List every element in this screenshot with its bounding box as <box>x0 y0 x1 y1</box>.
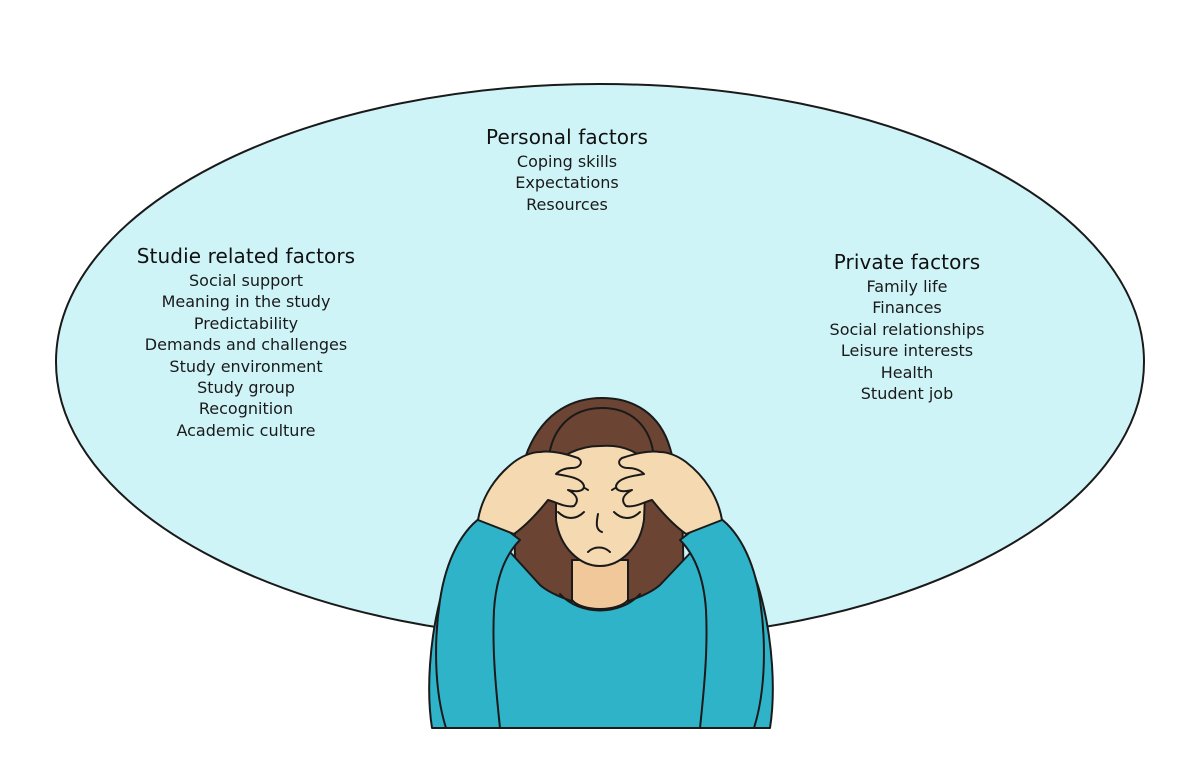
private-factor-item: Family life <box>866 277 948 296</box>
neck-icon <box>571 559 629 610</box>
study-factor-item: Study environment <box>169 356 323 376</box>
private-factor-item: Health <box>880 362 934 382</box>
private-factor-item: Leisure interests <box>840 341 974 361</box>
private-factor-item: Student job <box>860 383 954 403</box>
study-factor-item: Academic culture <box>176 420 316 440</box>
personal-factor-item: Coping skills <box>516 152 618 171</box>
study-factor-item: Demands and challenges <box>144 335 348 355</box>
study-factor-item: Meaning in the study <box>161 292 331 312</box>
left-arm-icon <box>435 513 521 729</box>
study-factors-heading: Studie related factors <box>136 244 356 268</box>
study-factor-item: Predictability <box>193 313 299 333</box>
left-eye-icon <box>557 511 585 519</box>
personal-factor-item: Expectations <box>515 173 619 193</box>
stressed-woman-holding-head-icon <box>428 397 774 729</box>
private-factor-item: Finances <box>872 298 942 318</box>
study-factor-item: Social support <box>189 271 303 290</box>
private-factor-item: Social relationships <box>829 319 985 339</box>
nose-icon <box>595 513 603 533</box>
right-arm-icon <box>679 513 765 729</box>
right-eye-icon <box>613 511 641 519</box>
mouth-icon <box>587 546 611 553</box>
study-factor-item: Recognition <box>198 399 294 419</box>
private-factors-group: Private factors Family life Finances Soc… <box>757 252 1057 404</box>
personal-factors-group: Personal factors Coping skills Expectati… <box>417 127 717 215</box>
personal-factor-item: Resources <box>526 194 608 214</box>
study-factor-item: Study group <box>197 377 295 397</box>
study-factors-group: Studie related factors Social support Me… <box>96 246 396 441</box>
personal-factors-heading: Personal factors <box>486 125 648 149</box>
collar-icon <box>559 593 641 612</box>
right-hand-icon <box>615 450 723 535</box>
private-factors-heading: Private factors <box>833 250 981 274</box>
left-hand-icon <box>477 450 585 535</box>
